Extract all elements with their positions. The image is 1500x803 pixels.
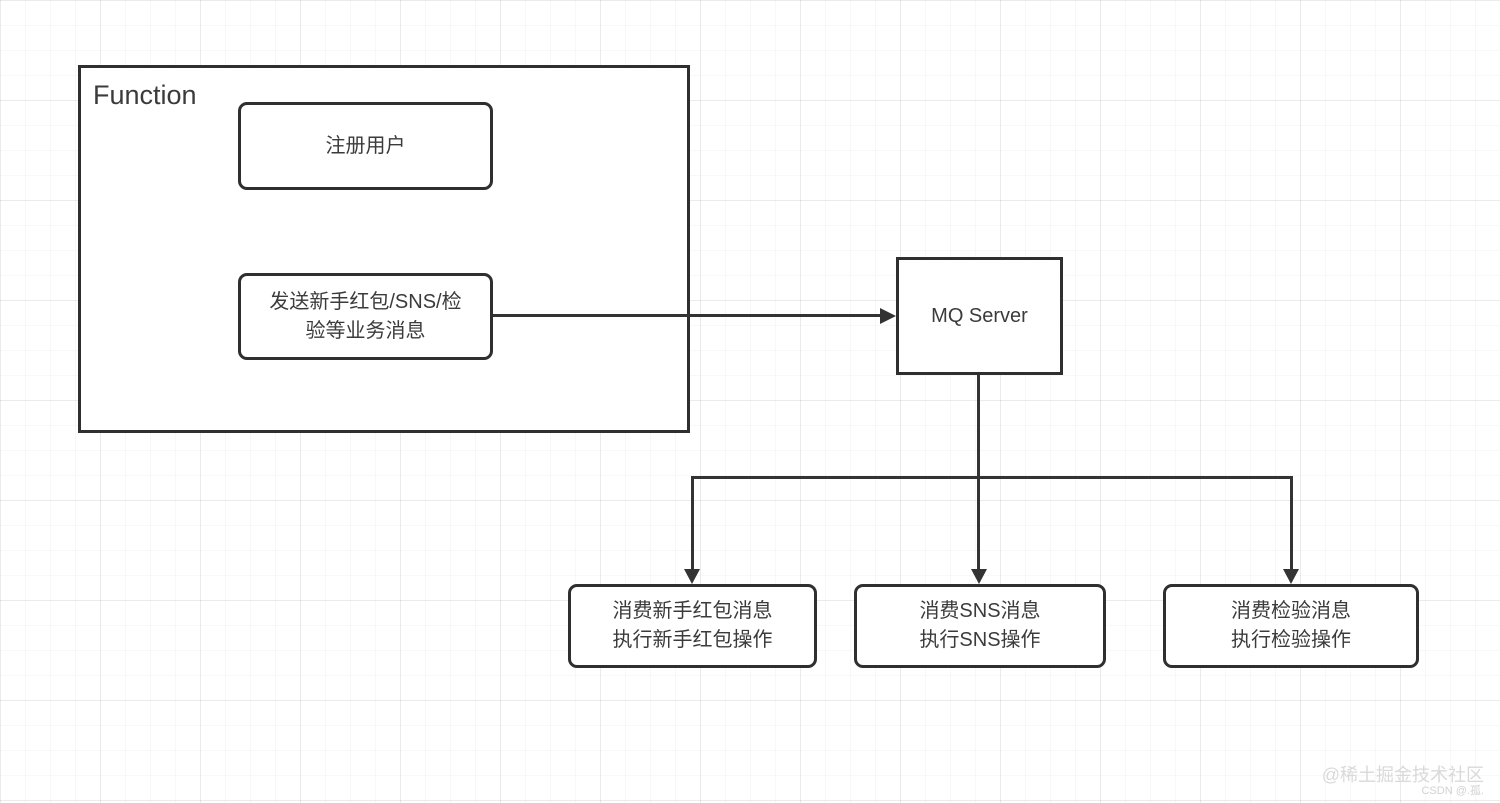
- node-consume-check: 消费检验消息 执行检验操作: [1163, 584, 1419, 668]
- node-consume-redpacket-line2: 执行新手红包操作: [612, 629, 773, 651]
- edge-mq-to-redpacket-consumer-arrowhead-icon: [684, 569, 700, 584]
- edge-send-to-mq-line: [493, 314, 881, 317]
- node-consume-redpacket-line1: 消费新手红包消息: [612, 600, 773, 622]
- function-group-label: Function: [93, 80, 197, 110]
- node-send-business-messages: 发送新手红包/SNS/检 验等业务消息: [238, 273, 493, 360]
- node-register-user: 注册用户: [238, 102, 493, 190]
- node-consume-check-line2: 执行检验操作: [1231, 629, 1351, 651]
- edge-mq-to-sns-consumer-arrowhead-icon: [971, 569, 987, 584]
- node-consume-check-line1: 消费检验消息: [1231, 600, 1351, 622]
- node-register-user-label: 注册用户: [325, 134, 406, 157]
- edge-mq-to-check-consumer-arrowhead-icon: [1283, 569, 1299, 584]
- edge-send-to-mq-arrowhead-icon: [880, 308, 896, 324]
- node-consume-sns-line1: 消费SNS消息: [919, 600, 1041, 622]
- watermark-csdn-text: CSDN @.孤.: [1421, 785, 1484, 797]
- edge-mq-to-check-consumer-line: [1290, 476, 1293, 571]
- node-consume-sns: 消费SNS消息 执行SNS操作: [854, 584, 1106, 668]
- node-send-line1: 发送新手红包/SNS/检: [269, 290, 462, 313]
- node-consume-redpacket: 消费新手红包消息 执行新手红包操作: [568, 584, 817, 668]
- watermark-community-text: @稀土掘金技术社区: [1321, 765, 1484, 785]
- node-send-line2: 验等业务消息: [305, 319, 426, 342]
- node-mq-server: MQ Server: [896, 257, 1063, 375]
- node-mq-server-label: MQ Server: [931, 304, 1028, 327]
- watermark: @稀土掘金技术社区 CSDN @.孤.: [1322, 765, 1484, 798]
- edge-mq-to-sns-consumer-line: [977, 375, 980, 571]
- edge-mq-to-redpacket-consumer-line: [691, 476, 694, 571]
- edge-fanout-horizontal-line: [691, 476, 1292, 479]
- node-consume-sns-line2: 执行SNS操作: [919, 629, 1041, 651]
